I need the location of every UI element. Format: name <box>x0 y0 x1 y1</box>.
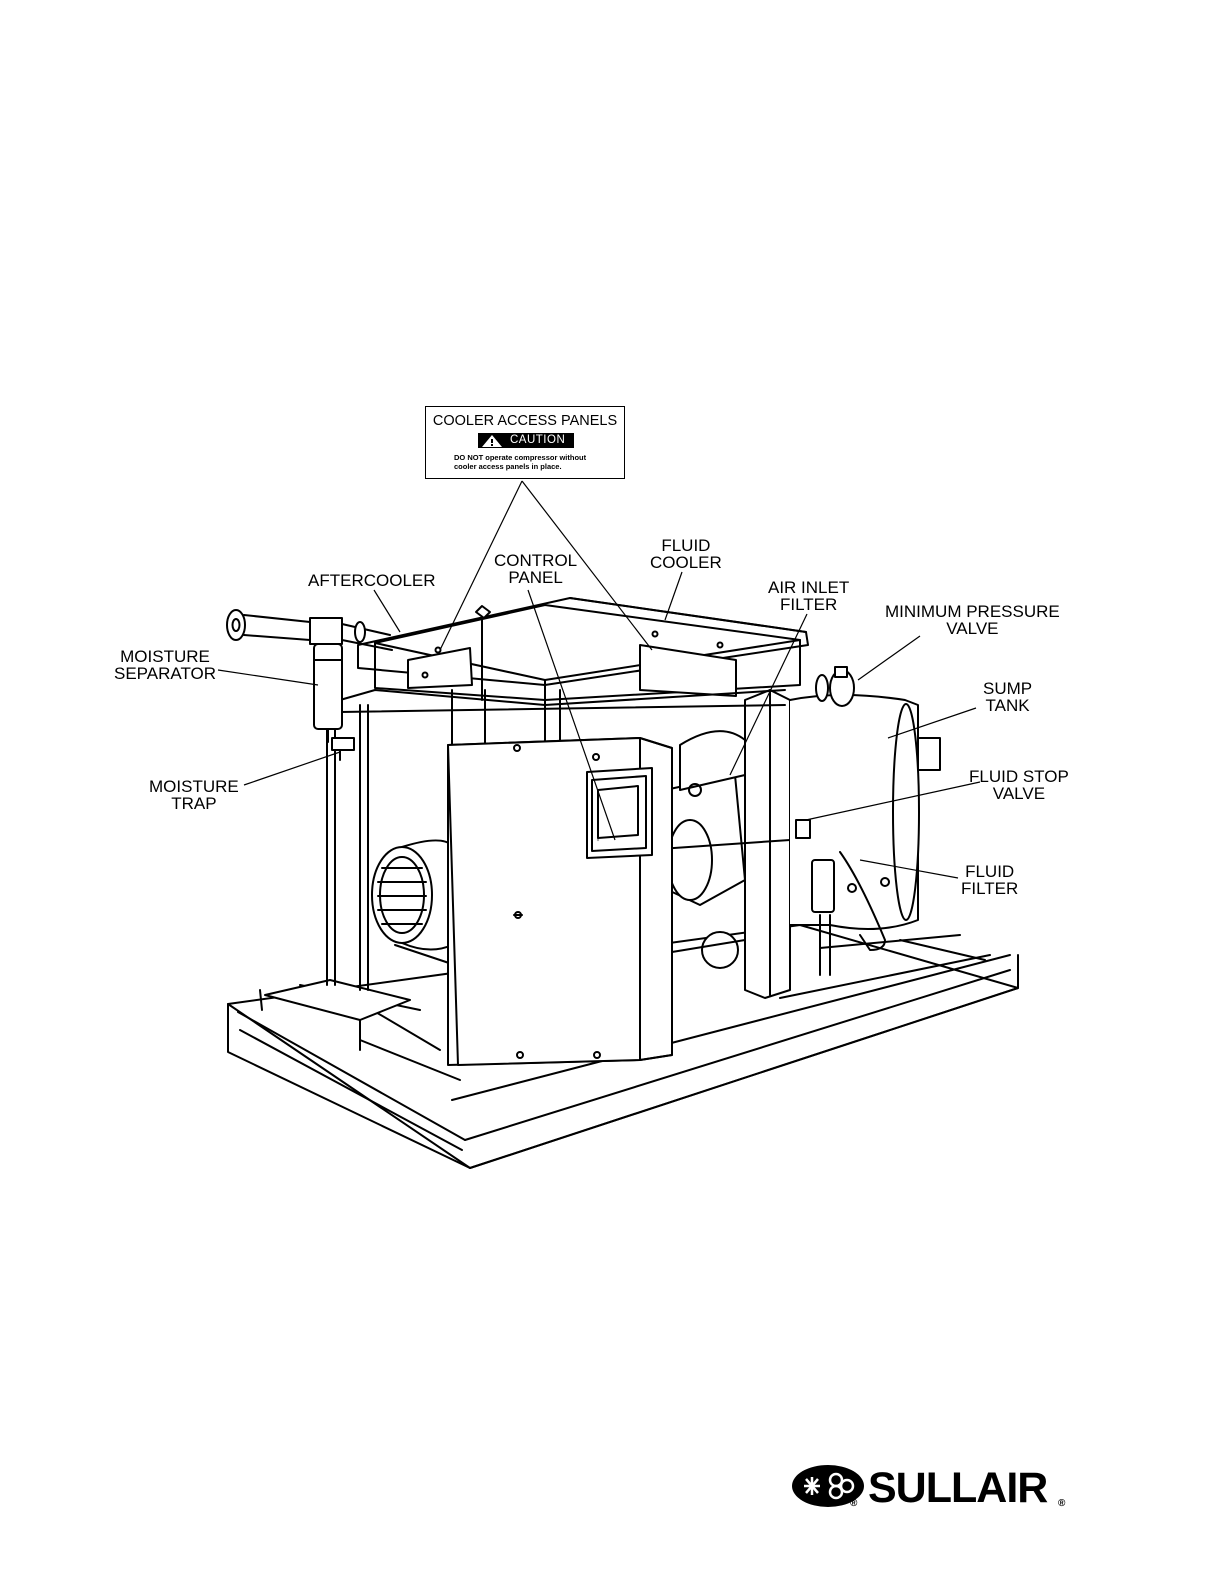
callout-aftercooler: AFTERCOOLER <box>308 572 436 589</box>
sullair-logo: ® SULLAIR ® <box>790 1462 1070 1512</box>
caution-banner: CAUTION <box>478 433 574 448</box>
warning-triangle-icon <box>482 435 502 447</box>
callout-moisture-trap: MOISTURE TRAP <box>149 778 239 812</box>
caution-banner-text: CAUTION <box>510 433 565 448</box>
leader-minimum-pressure-valve <box>858 636 920 680</box>
caution-label: COOLER ACCESS PANELS CAUTION DO NOT oper… <box>425 406 625 479</box>
callout-moisture-separator: MOISTURE SEPARATOR <box>114 648 216 682</box>
leader-moisture-trap <box>244 752 340 785</box>
motor <box>372 840 455 965</box>
callout-control-panel: CONTROL PANEL <box>494 552 577 586</box>
callout-fluid-cooler: FLUID COOLER <box>650 537 722 571</box>
logo-reg-mark-1: ® <box>850 1498 857 1509</box>
fluid-cooler-assembly <box>340 598 808 712</box>
logo-brand-text: SULLAIR <box>868 1464 1047 1512</box>
caution-message-line-2: cooler access panels in place. <box>454 462 562 471</box>
callout-fluid-filter: FLUID FILTER <box>961 863 1018 897</box>
callout-sump-tank: SUMP TANK <box>983 680 1032 714</box>
callout-air-inlet-filter: AIR INLET FILTER <box>768 579 849 613</box>
leader-moisture-separator <box>218 670 318 685</box>
sullair-emblem-icon <box>790 1462 870 1512</box>
control-panel-enclosure <box>448 738 672 1065</box>
caution-message: DO NOT operate compressor without cooler… <box>454 453 586 471</box>
caution-message-line-1: DO NOT operate compressor without <box>454 453 586 462</box>
callout-fluid-stop-valve: FLUID STOP VALVE <box>969 768 1069 802</box>
caution-label-title: COOLER ACCESS PANELS <box>426 413 624 429</box>
logo-reg-mark-2: ® <box>1058 1498 1065 1509</box>
callout-minimum-pressure-valve: MINIMUM PRESSURE VALVE <box>885 603 1060 637</box>
leader-aftercooler <box>374 590 400 632</box>
